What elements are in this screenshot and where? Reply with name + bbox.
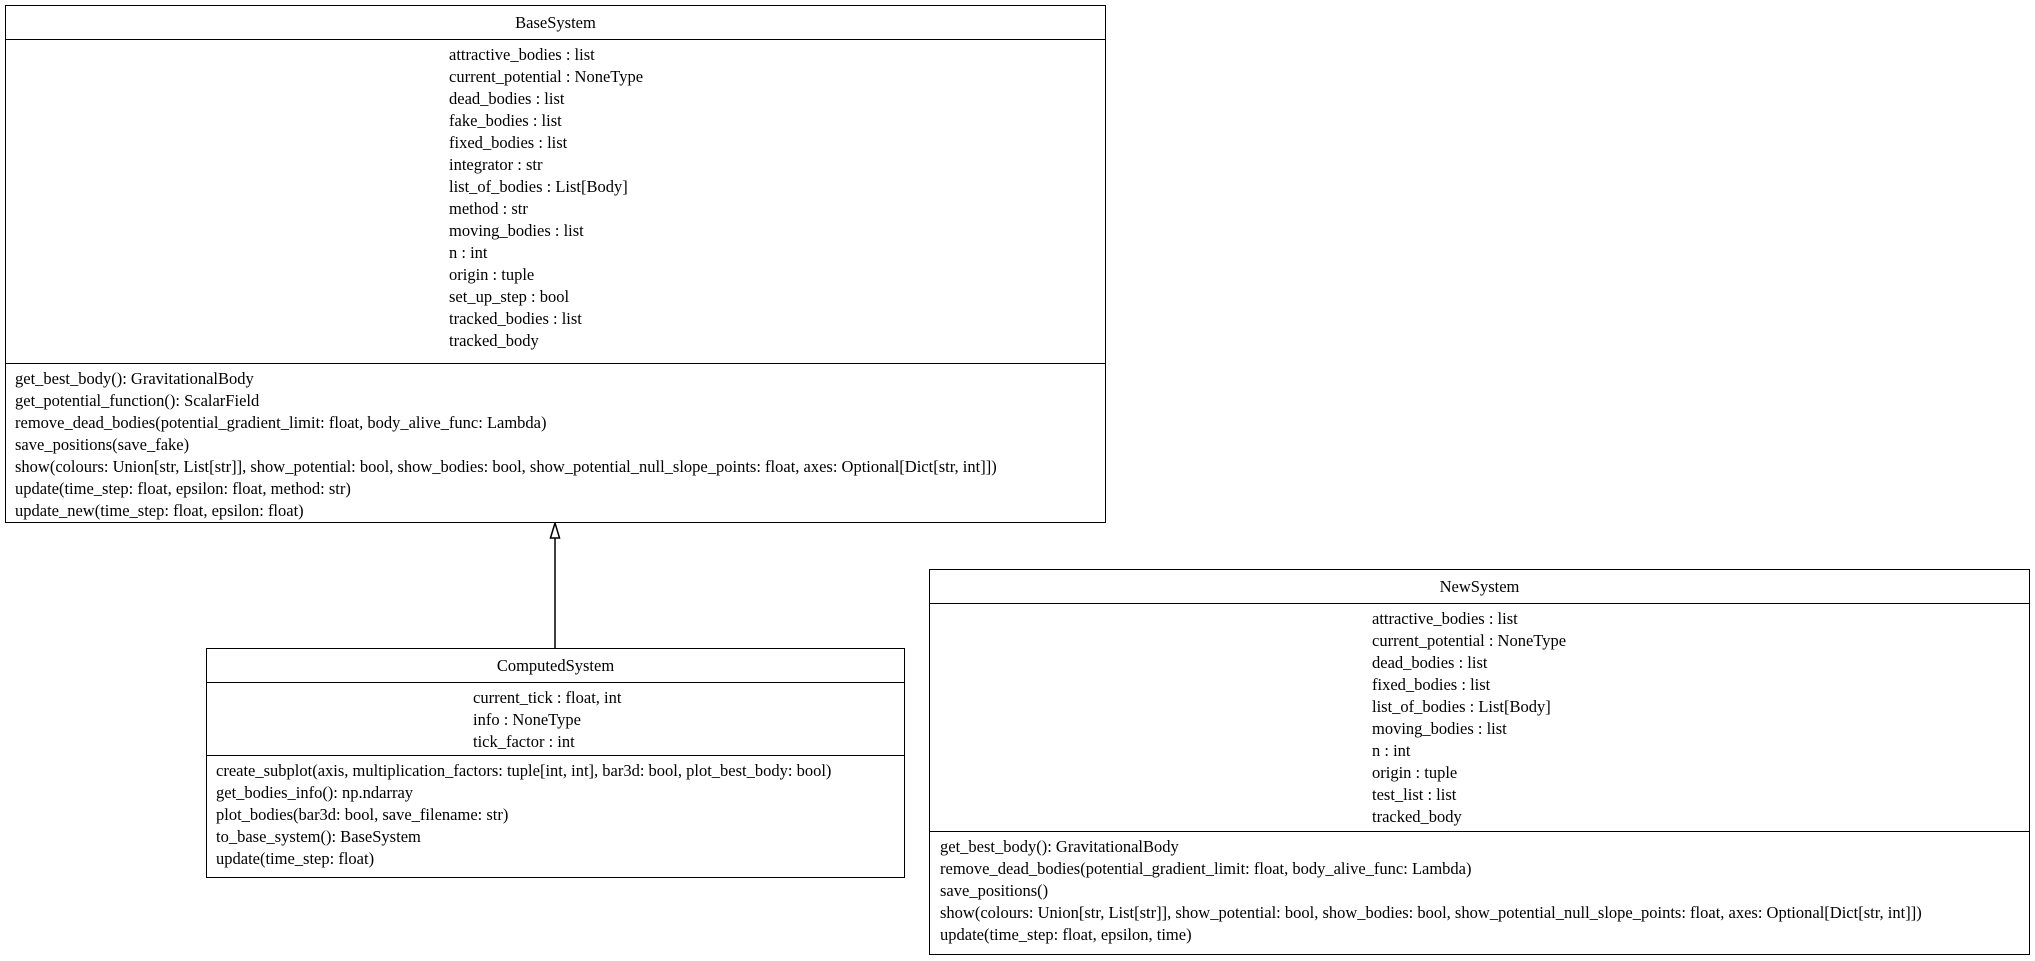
method: update_new(time_step: float, epsilon: fl… [15,501,304,520]
method: remove_dead_bodies(potential_gradient_li… [15,413,547,432]
class-attributes: attractive_bodies : list current_potenti… [930,604,2029,832]
method: update(time_step: float, epsilon, time) [940,925,1192,944]
method: update(time_step: float, epsilon: float,… [15,479,351,498]
attribute: fixed_bodies : list [449,133,568,152]
attribute: moving_bodies : list [449,221,584,240]
method: save_positions(save_fake) [15,435,190,454]
method: to_base_system(): BaseSystem [216,827,421,846]
method: get_best_body(): GravitationalBody [15,369,254,388]
inheritance-arrowhead [549,520,561,539]
attribute: list_of_bodies : List[Body] [1372,697,1551,716]
method: get_bodies_info(): np.ndarray [216,783,414,802]
attribute: current_tick : float, int [473,688,622,707]
class-attributes: current_tick : float, int info : NoneTyp… [207,683,904,756]
method: show(colours: Union[str, List[str]], sho… [15,457,997,476]
attribute: dead_bodies : list [449,89,565,108]
method: plot_bodies(bar3d: bool, save_filename: … [216,805,509,824]
attribute: n : int [1372,741,1411,760]
class-box-basesystem[interactable]: BaseSystem attractive_bodies : list curr… [5,5,1106,523]
method: save_positions() [940,881,1049,900]
attribute: tracked_body [1372,807,1462,826]
method: show(colours: Union[str, List[str]], sho… [940,903,1922,922]
attribute: tracked_body [449,331,539,350]
class-box-computedsystem[interactable]: ComputedSystem current_tick : float, int… [206,648,905,878]
method: update(time_step: float) [216,849,375,868]
attribute: info : NoneType [473,710,581,729]
attribute: list_of_bodies : List[Body] [449,177,628,196]
method: create_subplot(axis, multiplication_fact… [216,761,832,780]
attribute: n : int [449,243,488,262]
attribute: attractive_bodies : list [1372,609,1518,628]
attribute: method : str [449,199,528,218]
class-name: NewSystem [930,570,2029,604]
class-methods: get_best_body(): GravitationalBody remov… [930,832,2029,946]
attribute: set_up_step : bool [449,287,570,306]
attribute: origin : tuple [1372,763,1458,782]
class-name: BaseSystem [6,6,1105,40]
attribute: moving_bodies : list [1372,719,1507,738]
class-attributes: attractive_bodies : list current_potenti… [6,40,1105,364]
attribute: fake_bodies : list [449,111,562,130]
class-box-newsystem[interactable]: NewSystem attractive_bodies : list curre… [929,569,2030,955]
attribute: current_potential : NoneType [1372,631,1567,650]
attribute: tracked_bodies : list [449,309,582,328]
method: get_best_body(): GravitationalBody [940,837,1179,856]
attribute: dead_bodies : list [1372,653,1488,672]
method: remove_dead_bodies(potential_gradient_li… [940,859,1472,878]
attribute: tick_factor : int [473,732,575,751]
method: get_potential_function(): ScalarField [15,391,260,410]
attribute: integrator : str [449,155,543,174]
class-methods: create_subplot(axis, multiplication_fact… [207,756,904,870]
class-name: ComputedSystem [207,649,904,683]
attribute: current_potential : NoneType [449,67,644,86]
attribute: origin : tuple [449,265,535,284]
attribute: fixed_bodies : list [1372,675,1491,694]
class-methods: get_best_body(): GravitationalBody get_p… [6,364,1105,522]
attribute: test_list : list [1372,785,1457,804]
attribute: attractive_bodies : list [449,45,595,64]
